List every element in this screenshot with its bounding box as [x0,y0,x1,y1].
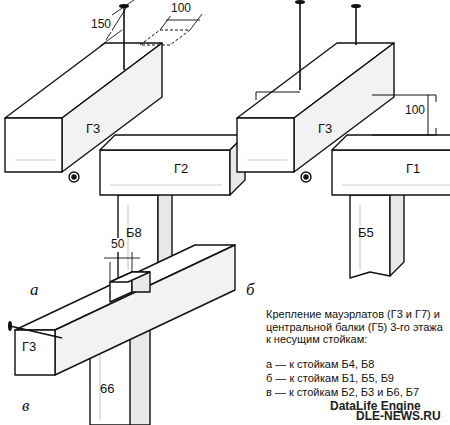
figure-letter: а [30,280,39,300]
dimension: 150 [90,18,112,32]
figure-caption: Крепление мауэрлатов (Г3 и Г7) и централ… [266,308,444,346]
part-name: Г1 [406,162,420,177]
watermark: DLE-NEWS.RU [356,410,441,424]
figure-letter: б [246,280,255,300]
part-name: Г3 [22,340,36,355]
caption-item: а — к стойкам Б4, Б8 [266,358,374,371]
caption-item: в — к стойкам Б2, Б3 и Б6, Б7 [266,386,419,399]
part-name: Г3 [318,122,332,137]
dimension: 100 [170,2,192,16]
figure-letter: в [22,396,29,416]
dimension: 100 [404,104,426,118]
part-name: Б5 [358,226,374,241]
caption-item: б — к стойкам Б1, Б5, Б9 [266,372,394,385]
part-name: Г2 [174,162,188,177]
part-name: Б8 [126,226,142,241]
part-name: Г3 [86,122,100,137]
part-name: 66 [100,382,114,397]
dimension: 50 [110,238,125,252]
